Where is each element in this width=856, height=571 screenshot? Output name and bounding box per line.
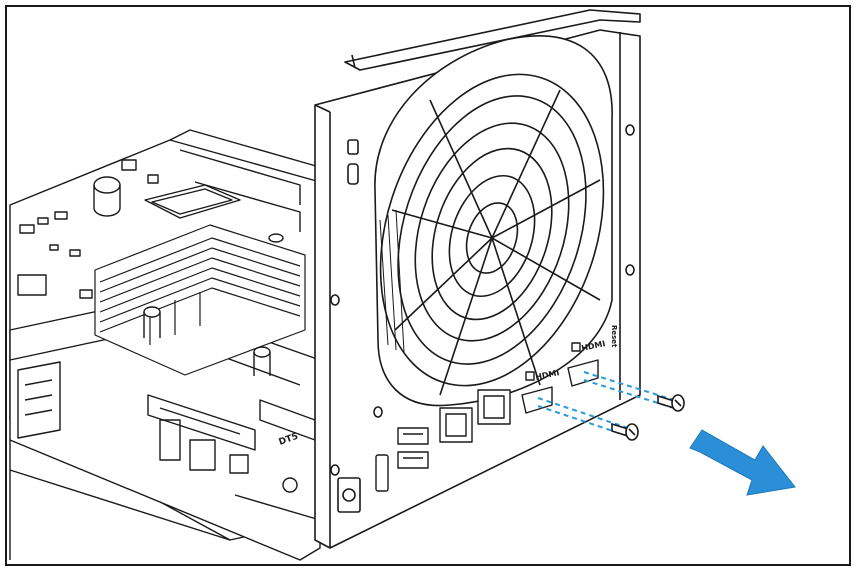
fan-grille: [374, 35, 613, 407]
io-ports: [375, 342, 599, 492]
motherboard: [9, 129, 331, 561]
usb-port: [397, 451, 429, 469]
screw-icon: [611, 422, 639, 441]
screw-guide-lines: [537, 371, 675, 437]
figure-border: [5, 5, 851, 566]
hdmi-port-left: [521, 386, 553, 414]
usb-port: [397, 427, 429, 445]
hdmi-port-right: [567, 359, 599, 387]
screw-icon: [657, 394, 685, 412]
heatsink: [94, 224, 306, 376]
direction-arrow-icon: [689, 429, 796, 496]
reset-label: Reset: [610, 325, 618, 348]
